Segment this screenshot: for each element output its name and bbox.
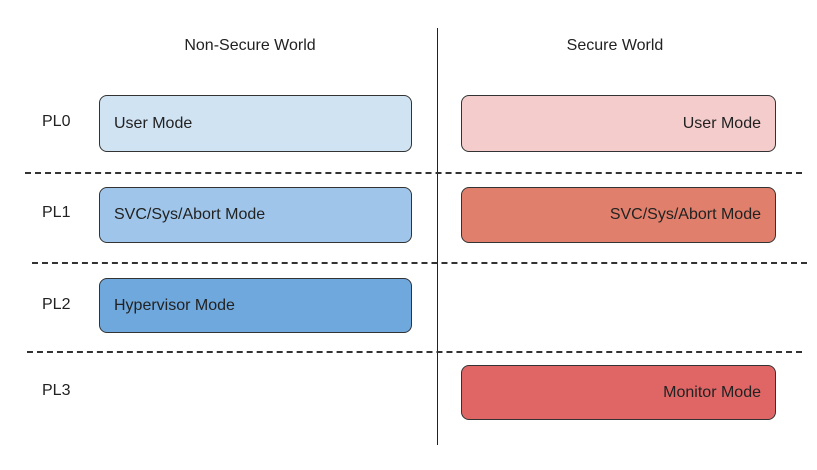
level-label-pl3: PL3 [42,382,71,399]
ns-hypervisor-mode: Hypervisor Mode [99,278,412,333]
ns-hypervisor-mode-label: Hypervisor Mode [114,296,235,314]
level-label-pl0: PL0 [42,113,71,130]
s-monitor-mode: Monitor Mode [461,365,776,420]
column-title-secure: Secure World [566,37,664,54]
s-svc-mode-label: SVC/Sys/Abort Mode [609,206,761,223]
level-label-pl1: PL1 [42,204,71,221]
column-title-non-secure: Non-Secure World [184,37,316,54]
level-divider-2 [32,262,807,264]
s-user-mode: User Mode [461,95,776,152]
ns-svc-mode-label: SVC/Sys/Abort Mode [114,206,266,223]
ns-user-mode-label: User Mode [114,114,193,132]
world-divider [437,28,438,445]
ns-svc-mode: SVC/Sys/Abort Mode [99,187,412,243]
s-monitor-mode-label: Monitor Mode [663,383,761,401]
ns-user-mode: User Mode [99,95,412,152]
level-label-pl2: PL2 [42,296,71,313]
level-divider-1 [25,172,802,174]
s-svc-mode: SVC/Sys/Abort Mode [461,187,776,243]
s-user-mode-label: User Mode [682,114,761,132]
level-divider-3 [27,351,802,353]
